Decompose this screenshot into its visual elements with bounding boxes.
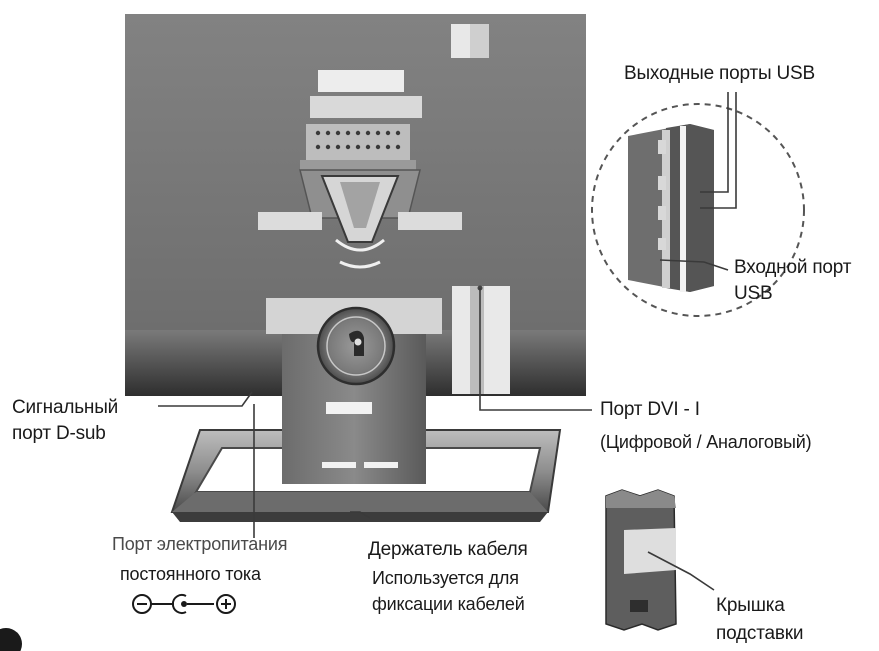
dc-polarity-icon [132,594,236,614]
leader-dsub [158,391,253,407]
label-dvi-line2: (Цифровой / Аналоговый) [600,432,812,452]
label-usb-in-line1: Входной порт [734,257,852,278]
stand-neck [266,298,442,484]
label-cable-holder-line2: Используется для [372,568,519,588]
label-dsub-line1: Сигнальный [12,397,119,418]
leader-usb-in [659,259,729,271]
hinge-mount [258,70,462,269]
usb-detail-inset [591,103,805,317]
label-power-line2: постоянного тока [120,564,261,584]
label-dvi-line1: Порт DVI - I [600,399,700,420]
label-usb-out: Выходные порты USB [624,63,815,84]
dvi-port-housing [452,285,510,394]
leader-usb-out-a [700,92,729,193]
leader-usb-out-b [700,92,737,209]
label-stand-cover-line1: Крышка [716,595,785,616]
leader-dvi [479,288,592,411]
label-stand-cover-line2: подставки [716,623,804,644]
label-dsub-line2: порт D-sub [12,423,106,444]
leader-lines [158,92,737,591]
leader-stand-cover [647,551,715,591]
page-marker [0,628,22,651]
stand-cover-part [605,489,677,631]
label-power-line1: Порт электропитания [112,534,288,554]
label-cable-holder-line1: Держатель кабеля [368,539,528,560]
label-usb-in-line2: USB [734,283,773,304]
label-cable-holder-line3: фиксации кабелей [372,594,525,614]
leader-cable-holder [350,511,371,519]
